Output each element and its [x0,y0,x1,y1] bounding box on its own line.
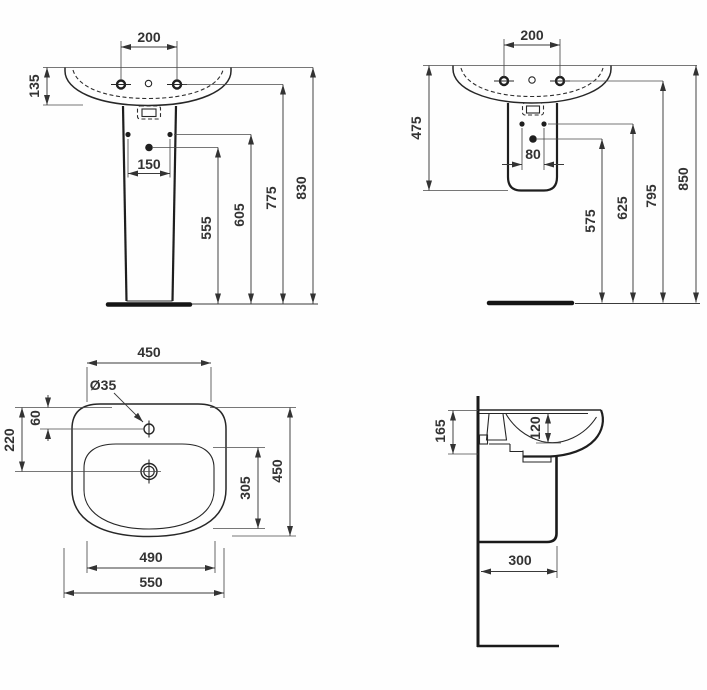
trap-shroud-profile [479,457,558,544]
dim-label-tap-hole-offset: 60 [27,410,43,426]
fixing-hole-left [519,121,525,127]
bowl-inner-outline [83,443,215,530]
dim-label-fixing-spacing: 150 [137,156,161,172]
leader-line [113,392,144,423]
semi-pedestal-outline [506,103,559,192]
basin-front-profile [523,409,604,458]
fixing-hole-right [167,131,173,138]
pedestal-right-edge [171,105,178,302]
front-view-with-pedestal: 200 135 150 555 605 775 830 [26,29,318,307]
dim-label-fixing-spacing: 80 [525,146,541,162]
dim-label-tap-spacing: 200 [137,29,161,45]
basin-inner-rim-hidden-edge [460,67,604,98]
center-hole [528,76,536,84]
center-hole [144,79,153,88]
fixing-hole-left [125,131,131,138]
drain-box-hidden [136,105,162,120]
dim-label-trap-height: 575 [582,209,598,233]
dim-label-rim-height: 850 [675,167,691,191]
basin-outer-outline [71,403,227,538]
basin-outline [452,65,612,104]
overflow-channel [485,413,508,441]
fixing-hole-right [541,121,547,127]
dim-label-semi-pedestal-height: 475 [408,116,424,140]
dim-label-projection: 300 [508,552,532,568]
dim-label-trap-height: 555 [198,216,214,240]
drain-box-inner [525,105,541,114]
side-section-view: 165 120 300 [432,396,604,648]
drain-box-inner [141,108,157,118]
dim-label-bowl-depth: 305 [237,476,253,500]
dim-label-fixing-height: 605 [231,203,247,227]
dim-label-deck-height: 775 [263,186,279,210]
dim-label-tap-hole-diameter: Ø35 [90,377,117,393]
dim-label-deck-height: 795 [643,184,659,208]
outlet-point [529,135,537,143]
wall-fixing-detail [478,434,489,445]
dim-label-bowl-depth: 120 [527,416,543,440]
drain-flange [522,450,552,463]
drain-box-hidden [521,102,545,116]
dim-label-overall-depth: 450 [269,459,285,483]
dim-label-outlet-offset: 220 [1,428,17,452]
dim-label-front-width: 490 [139,549,163,565]
outlet-point [145,143,153,152]
front-view-with-semi-pedestal: 200 475 80 575 625 795 850 [408,27,700,306]
pedestal-left-edge [121,105,128,302]
dim-label-tap-spacing: 200 [520,27,544,43]
dim-label-edge-height: 165 [432,419,448,443]
dim-label-basin-height: 135 [26,74,42,98]
dim-label-rim-height: 830 [293,176,309,200]
dim-label-back-width: 450 [137,344,161,360]
underside-step [509,444,523,453]
bowl-inner-profile [505,413,597,444]
plan-view: 450 Ø35 60 220 305 450 490 550 [1,344,296,598]
dim-label-fixing-height: 625 [614,196,630,220]
dim-label-overall-width: 550 [139,574,163,590]
